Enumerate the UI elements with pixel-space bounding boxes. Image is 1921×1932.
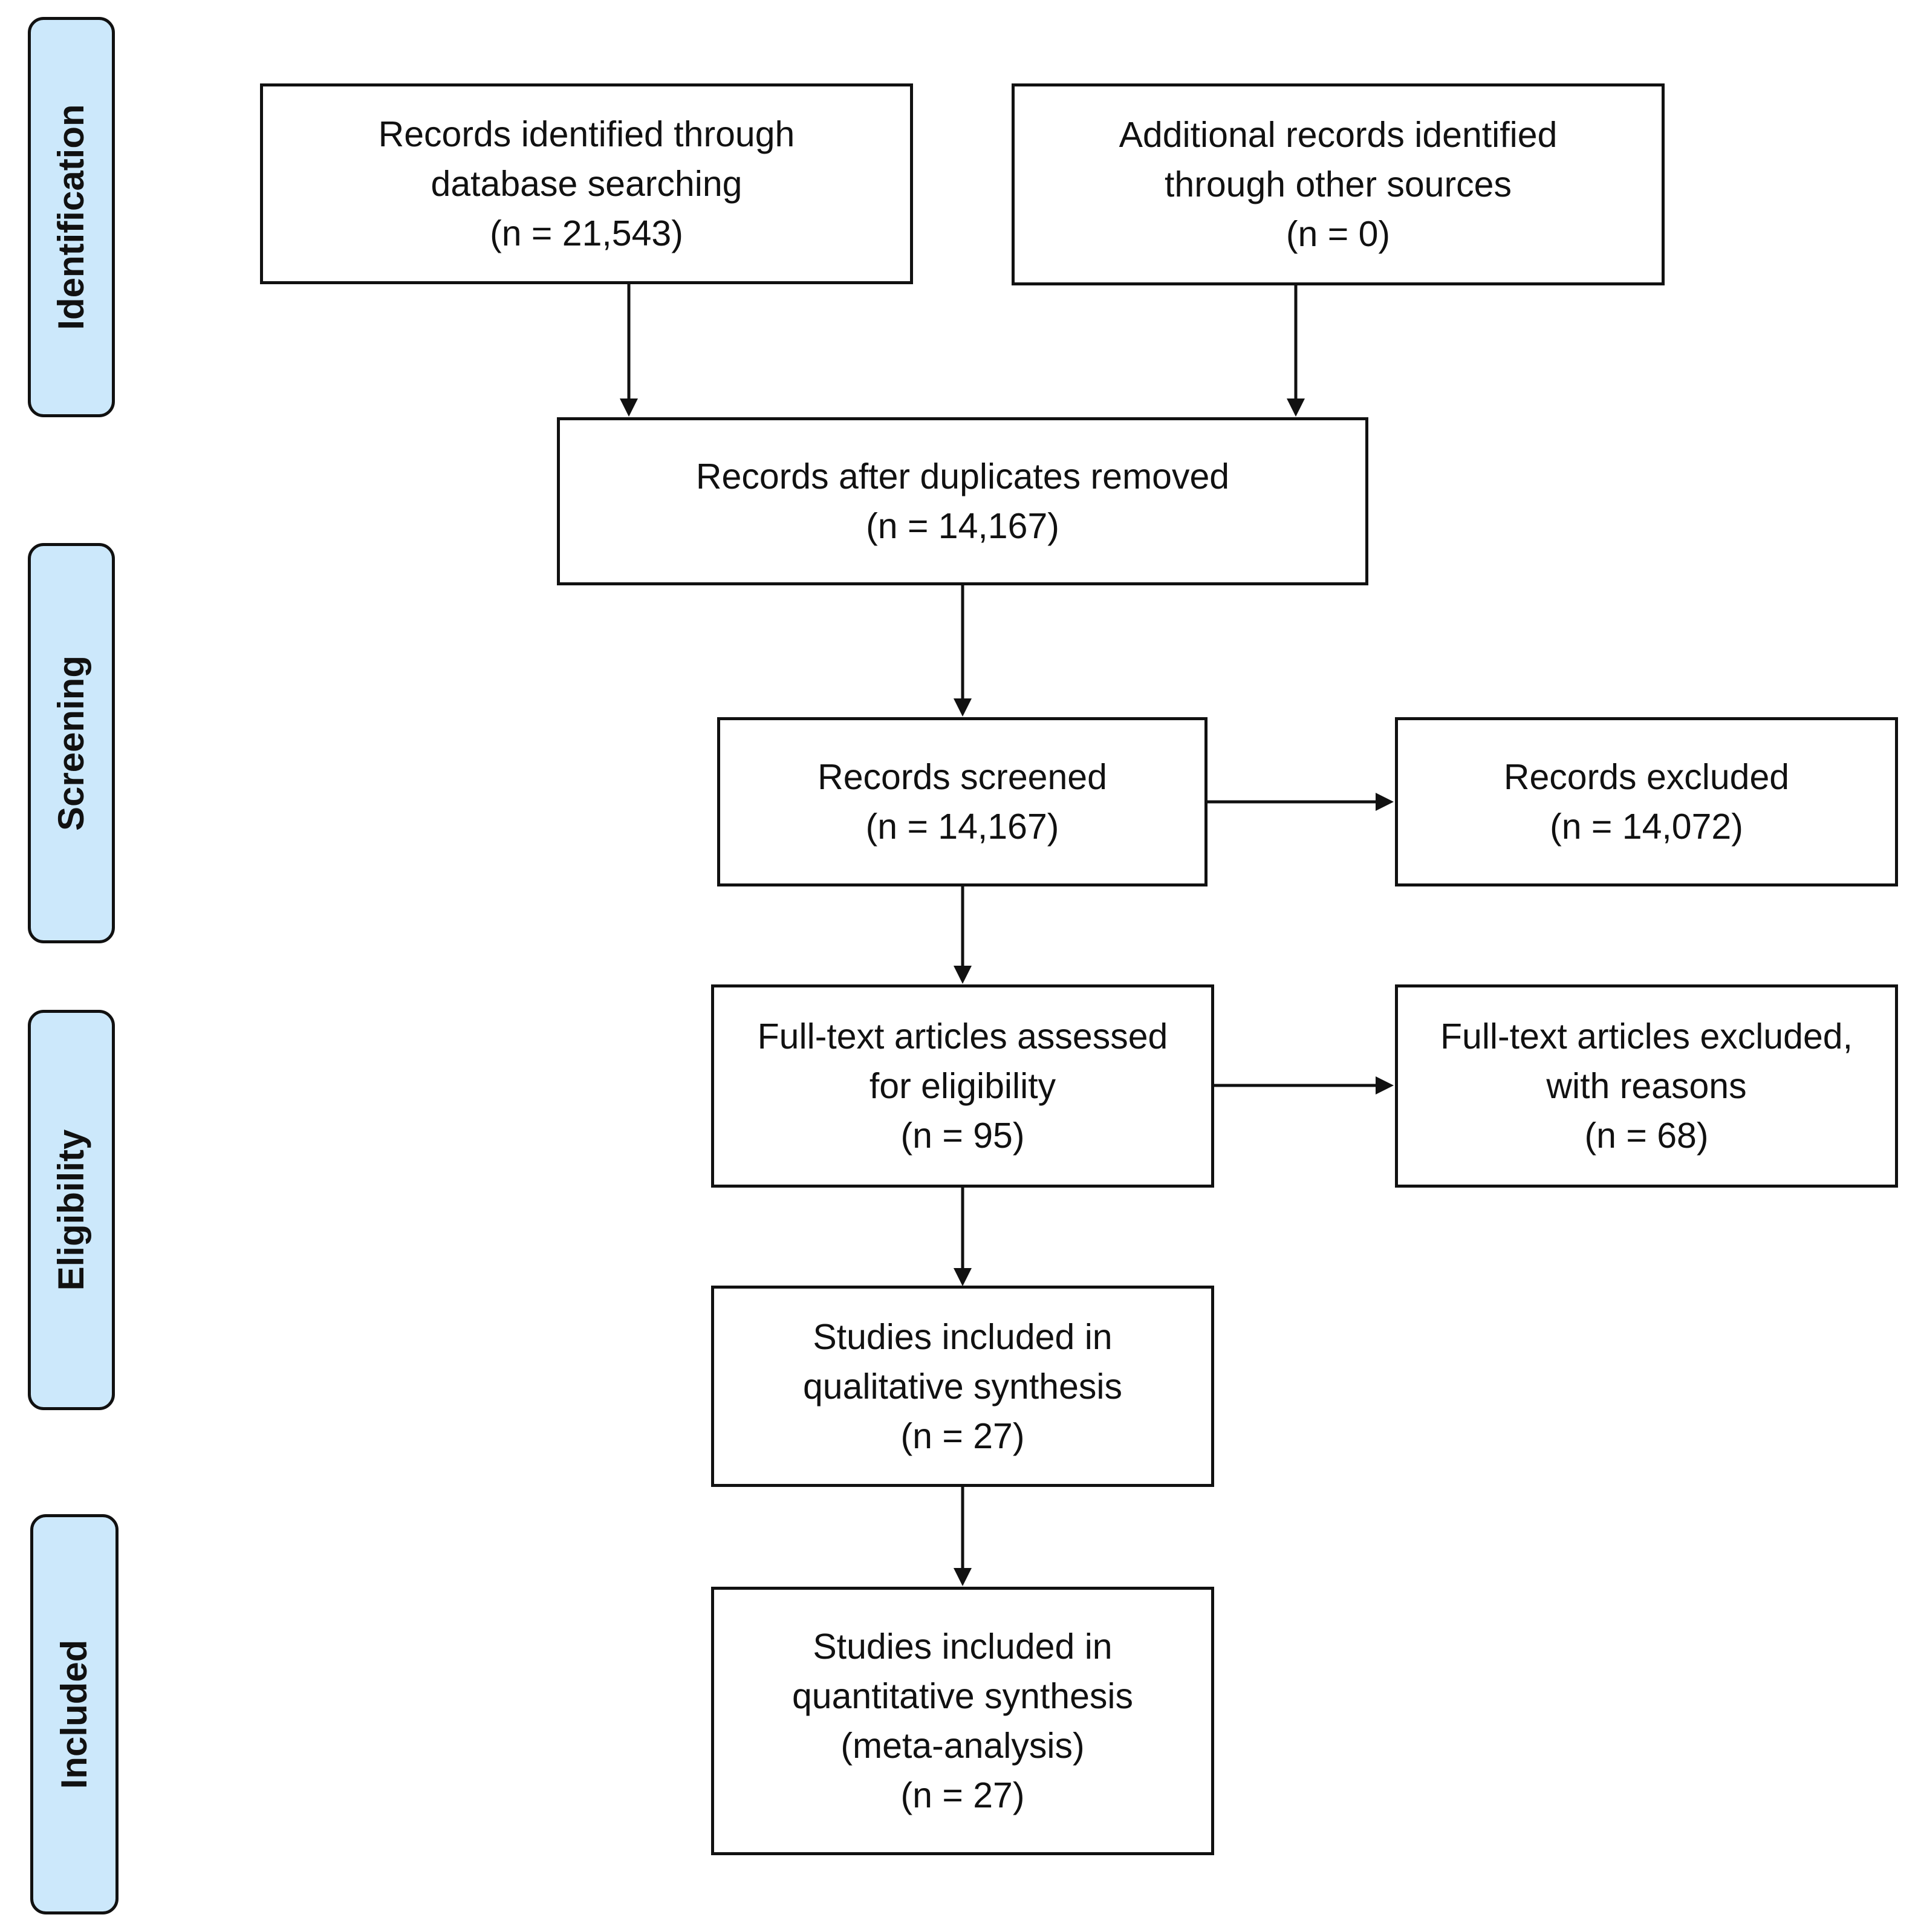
phase-eligibility: Eligibility [28, 1010, 115, 1410]
box-qualitative-synthesis: Studies included in qualitative synthesi… [711, 1286, 1214, 1487]
quantitative-line-1: Studies included in [813, 1627, 1113, 1667]
records-excluded-count: (n = 14,072) [1550, 807, 1743, 847]
box-other-sources: Additional records identified through ot… [1012, 83, 1665, 285]
quantitative-line-2: quantitative synthesis [791, 1676, 1134, 1716]
database-search-count: (n = 21,543) [490, 213, 683, 253]
after-duplicates-line-1: Records after duplicates removed [695, 457, 1230, 496]
records-screened-line-1: Records screened [817, 757, 1107, 797]
records-excluded-line-1: Records excluded [1503, 757, 1790, 797]
box-records-excluded: Records excluded (n = 14,072) [1395, 717, 1898, 886]
phase-included: Included [30, 1514, 119, 1914]
database-search-line-2: database searching [431, 164, 743, 204]
box-fulltext-excluded: Full-text articles excluded, with reason… [1395, 984, 1898, 1188]
other-sources-line-1: Additional records identified [1119, 115, 1558, 155]
box-database-search: Records identified through database sear… [260, 83, 913, 284]
fulltext-assessed-count: (n = 95) [900, 1116, 1025, 1156]
phase-identification: Identification [28, 17, 115, 417]
records-screened-count: (n = 14,167) [865, 807, 1059, 847]
database-search-line-1: Records identified through [378, 114, 795, 154]
fulltext-assessed-line-2: for eligibility [869, 1066, 1056, 1106]
box-fulltext-assessed: Full-text articles assessed for eligibil… [711, 984, 1214, 1188]
qualitative-count: (n = 27) [900, 1416, 1025, 1456]
fulltext-excluded-count: (n = 68) [1584, 1116, 1709, 1156]
box-after-duplicates: Records after duplicates removed (n = 14… [557, 417, 1368, 585]
phase-screening: Screening [28, 543, 115, 943]
fulltext-excluded-line-1: Full-text articles excluded, [1440, 1016, 1853, 1056]
fulltext-assessed-line-1: Full-text articles assessed [757, 1016, 1168, 1056]
fulltext-excluded-line-2: with reasons [1546, 1066, 1747, 1106]
quantitative-count: (n = 27) [900, 1775, 1025, 1815]
qualitative-line-2: qualitative synthesis [802, 1366, 1122, 1407]
after-duplicates-count: (n = 14,167) [866, 506, 1059, 546]
other-sources-count: (n = 0) [1286, 214, 1391, 254]
qualitative-line-1: Studies included in [813, 1316, 1113, 1357]
other-sources-line-2: through other sources [1165, 164, 1512, 204]
box-quantitative-synthesis: Studies included in quantitative synthes… [711, 1587, 1214, 1855]
box-records-screened: Records screened (n = 14,167) [717, 717, 1208, 886]
quantitative-line-3: (meta-analysis) [840, 1726, 1085, 1766]
